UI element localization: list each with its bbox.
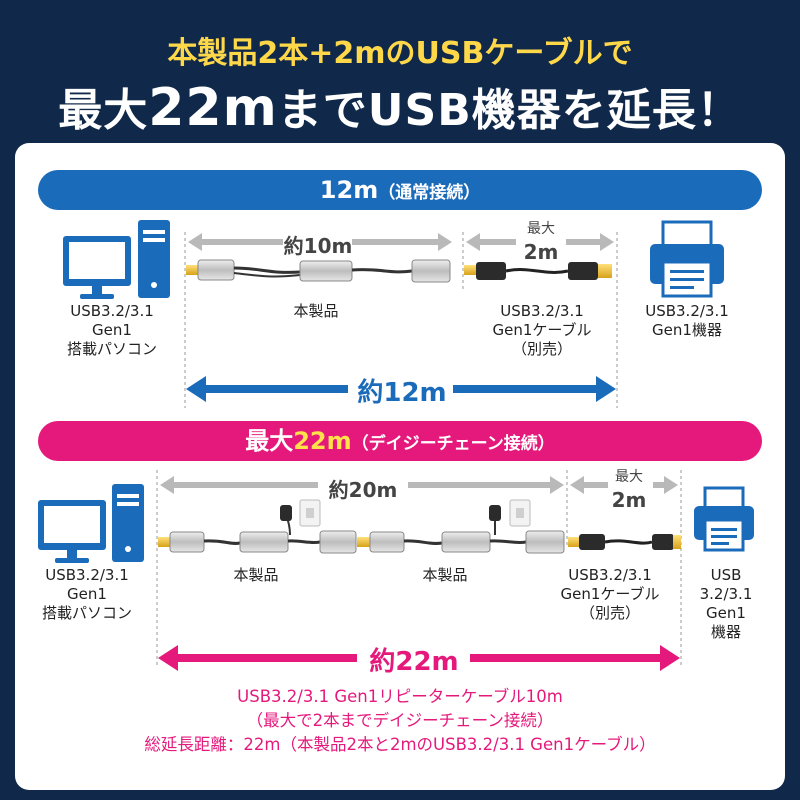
section2-dim-arrows bbox=[160, 476, 678, 494]
section1-pc-label: USB3.2/3.1 Gen1 搭載パソコン bbox=[47, 302, 177, 359]
device2-label-line2: 3.2/3.1 bbox=[699, 585, 753, 603]
section1-dim-cable-max: 最大 bbox=[527, 221, 555, 237]
product-cable bbox=[186, 259, 451, 283]
headline-22m: 22m bbox=[148, 78, 278, 138]
headline-line1: 本製品2本+2mのUSBケーブルで bbox=[167, 36, 633, 71]
section2-product-label-2: 本製品 bbox=[422, 566, 468, 584]
printer-icon bbox=[650, 220, 724, 298]
pc-icon-2 bbox=[38, 484, 144, 563]
device-label-line1: USB3.2/3.1 bbox=[645, 302, 729, 320]
section2-total: 約22m bbox=[369, 647, 459, 677]
pc-icon bbox=[63, 220, 170, 299]
section2-total-arrow bbox=[158, 645, 680, 671]
section1-guides bbox=[184, 232, 618, 408]
device2-label-line4: 機器 bbox=[710, 623, 741, 641]
section2-title-sub: （デイジーチェーン接続） bbox=[351, 434, 555, 454]
section2-cable-label: USB3.2/3.1 Gen1ケーブル （別売） bbox=[540, 566, 680, 623]
product-cable-2 bbox=[357, 499, 565, 554]
section1-product-label: 本製品 bbox=[293, 302, 339, 320]
usb-cable-separate bbox=[464, 262, 612, 280]
section1-title: 12m bbox=[319, 176, 379, 204]
device2-label-line1: USB bbox=[710, 566, 742, 584]
section2-dim-cable-2m: 2m bbox=[611, 488, 647, 512]
section2-product-label-1: 本製品 bbox=[233, 566, 279, 584]
section1-dim-cable-2m: 2m bbox=[523, 240, 559, 264]
pc-label-line1: USB3.2/3.1 bbox=[70, 302, 154, 320]
section2-device-label: USB 3.2/3.1 Gen1 機器 bbox=[688, 566, 764, 642]
cable-label-line1: USB3.2/3.1 bbox=[500, 302, 584, 320]
product-cable-1 bbox=[158, 499, 357, 554]
section2-guides bbox=[156, 470, 682, 665]
cable2-label-line1: USB3.2/3.1 bbox=[568, 566, 652, 584]
device2-label-line3: Gen1 bbox=[706, 604, 746, 622]
cable2-label-line2: Gen1ケーブル bbox=[560, 585, 660, 603]
section1-band: 12m（通常接続） bbox=[38, 170, 762, 210]
section1-title-sub: （通常接続） bbox=[378, 183, 481, 203]
section2-pc-label: USB3.2/3.1 Gen1 搭載パソコン bbox=[22, 566, 152, 623]
section2-band: 最大22m（デイジーチェーン接続） bbox=[38, 421, 762, 461]
note-line2: （最大で2本までデイジーチェーン接続） bbox=[246, 711, 554, 730]
section1-device-label: USB3.2/3.1 Gen1機器 bbox=[622, 302, 752, 340]
section2-title-22m: 22m bbox=[293, 427, 352, 455]
section2-dim-cable-max: 最大 bbox=[615, 469, 643, 485]
headline-line2: 最大22mまでUSB機器を延長！ bbox=[0, 74, 800, 138]
note-line1: USB3.2/3.1 Gen1リピーターケーブル10m bbox=[237, 687, 563, 706]
section1-cable-label: USB3.2/3.1 Gen1ケーブル （別売） bbox=[472, 302, 612, 359]
printer-icon-2 bbox=[694, 486, 754, 552]
usb-cable-separate-2 bbox=[568, 534, 681, 550]
cable2-label-line3: （別売） bbox=[579, 604, 640, 622]
pc2-label-line3: 搭載パソコン bbox=[41, 604, 132, 622]
note-line3: 総延長距離：22m（本製品2本と2mのUSB3.2/3.1 Gen1ケーブル） bbox=[144, 735, 656, 754]
pc-label-line3: 搭載パソコン bbox=[66, 340, 157, 358]
section1-total: 約12m bbox=[357, 378, 447, 408]
cable-label-line3: （別売） bbox=[511, 340, 572, 358]
section2-title-max: 最大 bbox=[245, 427, 294, 455]
section1-total-arrow bbox=[186, 376, 616, 402]
headline-max: 最大 bbox=[58, 85, 149, 136]
pc-label-line2: Gen1 bbox=[92, 321, 132, 339]
device-label-line2: Gen1機器 bbox=[652, 321, 722, 339]
section1-dim-arrows bbox=[188, 233, 614, 251]
section1-dim-product: 約10m bbox=[283, 234, 353, 258]
cable-label-line2: Gen1ケーブル bbox=[492, 321, 592, 339]
pc2-label-line1: USB3.2/3.1 bbox=[45, 566, 129, 584]
headline-rest: までUSB機器を延長！ bbox=[277, 85, 742, 136]
section2-dim-product: 約20m bbox=[328, 478, 398, 502]
pc2-label-line2: Gen1 bbox=[67, 585, 107, 603]
